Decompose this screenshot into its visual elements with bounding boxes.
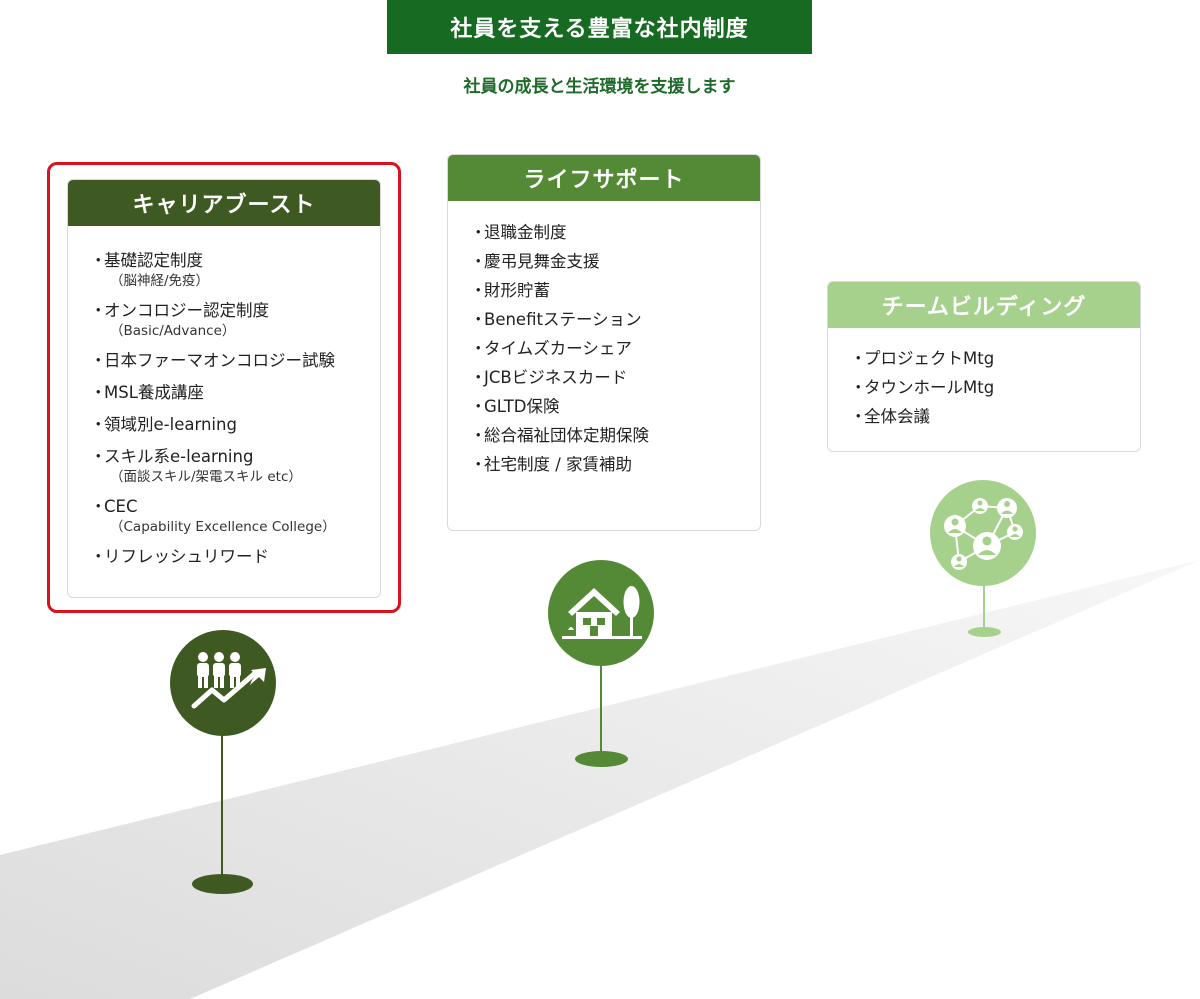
list-item-label: 全体会議: [864, 407, 930, 426]
bullet-mark: ・: [90, 301, 107, 320]
bullet-mark: ・: [90, 415, 107, 434]
bullet-mark: ・: [850, 407, 867, 426]
card-team-list: ・プロジェクトMtg・タウンホールMtg・全体会議: [828, 328, 1140, 428]
bullet-mark: ・: [850, 378, 867, 397]
list-item: ・社宅制度 / 家賃補助: [470, 454, 760, 476]
bullet-mark: ・: [90, 351, 107, 370]
list-item: ・MSL養成講座: [90, 382, 380, 404]
list-item: ・リフレッシュリワード: [90, 546, 380, 568]
list-item: ・プロジェクトMtg: [850, 348, 1140, 370]
list-item-label: 基礎認定制度: [104, 251, 203, 270]
list-item: ・基礎認定制度 （脳神経/免疫）: [90, 250, 380, 290]
bullet-mark: ・: [90, 251, 107, 270]
highlight-frame: [47, 162, 401, 613]
card-life-title: ライフサポート: [448, 155, 760, 201]
list-item-note: （Basic/Advance）: [110, 323, 236, 339]
team-growth-chart-icon: [170, 630, 276, 736]
list-item-label: タイムズカーシェア: [484, 339, 632, 358]
list-item-label: 退職金制度: [484, 223, 567, 242]
list-item-note: （脳神経/免疫）: [110, 273, 210, 289]
bullet-mark: ・: [470, 281, 487, 300]
list-item: ・JCBビジネスカード: [470, 367, 760, 389]
bullet-mark: ・: [90, 447, 107, 466]
list-item: ・タウンホールMtg: [850, 377, 1140, 399]
bullet-mark: ・: [470, 252, 487, 271]
page-subtitle: 社員の成長と生活環境を支援します: [463, 77, 736, 97]
list-item-label: タウンホールMtg: [864, 378, 995, 397]
bullet-mark: ・: [90, 547, 107, 566]
card-career-list: ・基礎認定制度（脳神経/免疫）・オンコロジー認定制度（Basic/Advance…: [68, 226, 380, 568]
list-item-label: GLTD保険: [484, 397, 560, 416]
house-tree-icon: [548, 560, 654, 666]
list-item-label: JCBビジネスカード: [484, 368, 628, 387]
list-item-label: オンコロジー認定制度: [104, 301, 269, 320]
list-item: ・CEC （Capability Excellence College）: [90, 496, 380, 536]
card-life-support: ライフサポート ・退職金制度・慶弔見舞金支援・財形貯蓄・Benefitステーショ…: [447, 154, 761, 531]
card-team-title: チームビルディング: [828, 282, 1140, 328]
team-pin-line: [983, 584, 985, 628]
team-pin-base: [968, 627, 1001, 637]
bullet-mark: ・: [470, 368, 487, 387]
bullet-mark: ・: [470, 397, 487, 416]
list-item-label: Benefitステーション: [484, 310, 642, 329]
list-item-label: CEC: [104, 497, 138, 516]
bullet-mark: ・: [470, 426, 487, 445]
card-life-list: ・退職金制度・慶弔見舞金支援・財形貯蓄・Benefitステーション・タイムズカー…: [448, 201, 760, 476]
list-item: ・慶弔見舞金支援: [470, 251, 760, 273]
list-item-label: 財形貯蓄: [484, 281, 550, 300]
bullet-mark: ・: [850, 349, 867, 368]
career-pin-line: [221, 725, 223, 881]
list-item: ・領域別e-learning: [90, 414, 380, 436]
list-item-label: プロジェクトMtg: [864, 349, 995, 368]
bullet-mark: ・: [470, 339, 487, 358]
card-career-title: キャリアブースト: [68, 180, 380, 226]
list-item-label: 日本ファーマオンコロジー試験: [104, 351, 335, 370]
list-item: ・スキル系e-learning （面談スキル/架電スキル etc）: [90, 446, 380, 486]
list-item: ・財形貯蓄: [470, 280, 760, 302]
list-item: ・退職金制度: [470, 222, 760, 244]
list-item-note: （Capability Excellence College）: [110, 519, 336, 535]
bullet-mark: ・: [470, 455, 487, 474]
list-item-label: スキル系e-learning: [104, 447, 254, 466]
list-item: ・全体会議: [850, 406, 1140, 428]
list-item-label: 領域別e-learning: [104, 415, 237, 434]
bullet-mark: ・: [90, 497, 107, 516]
list-item-note: （面談スキル/架電スキル etc）: [110, 469, 302, 485]
list-item-label: 社宅制度 / 家賃補助: [484, 455, 633, 474]
list-item-label: リフレッシュリワード: [104, 547, 269, 566]
list-item-label: 慶弔見舞金支援: [484, 252, 600, 271]
list-item: ・GLTD保険: [470, 396, 760, 418]
life-pin-line: [600, 660, 602, 756]
page-title: 社員を支える豊富な社内制度: [387, 0, 812, 54]
life-pin-base: [575, 751, 628, 767]
bullet-mark: ・: [470, 223, 487, 242]
list-item-label: 総合福祉団体定期保険: [484, 426, 649, 445]
bullet-mark: ・: [90, 383, 107, 402]
bullet-mark: ・: [470, 310, 487, 329]
people-network-icon: [930, 480, 1036, 586]
list-item: ・Benefitステーション: [470, 309, 760, 331]
list-item: ・日本ファーマオンコロジー試験: [90, 350, 380, 372]
career-pin-base: [192, 874, 253, 894]
list-item: ・タイムズカーシェア: [470, 338, 760, 360]
list-item: ・総合福祉団体定期保険: [470, 425, 760, 447]
list-item-label: MSL養成講座: [104, 383, 204, 402]
card-career-boost: キャリアブースト ・基礎認定制度（脳神経/免疫）・オンコロジー認定制度（Basi…: [67, 179, 381, 598]
list-item: ・オンコロジー認定制度 （Basic/Advance）: [90, 300, 380, 340]
card-team-building: チームビルディング ・プロジェクトMtg・タウンホールMtg・全体会議: [827, 281, 1141, 452]
